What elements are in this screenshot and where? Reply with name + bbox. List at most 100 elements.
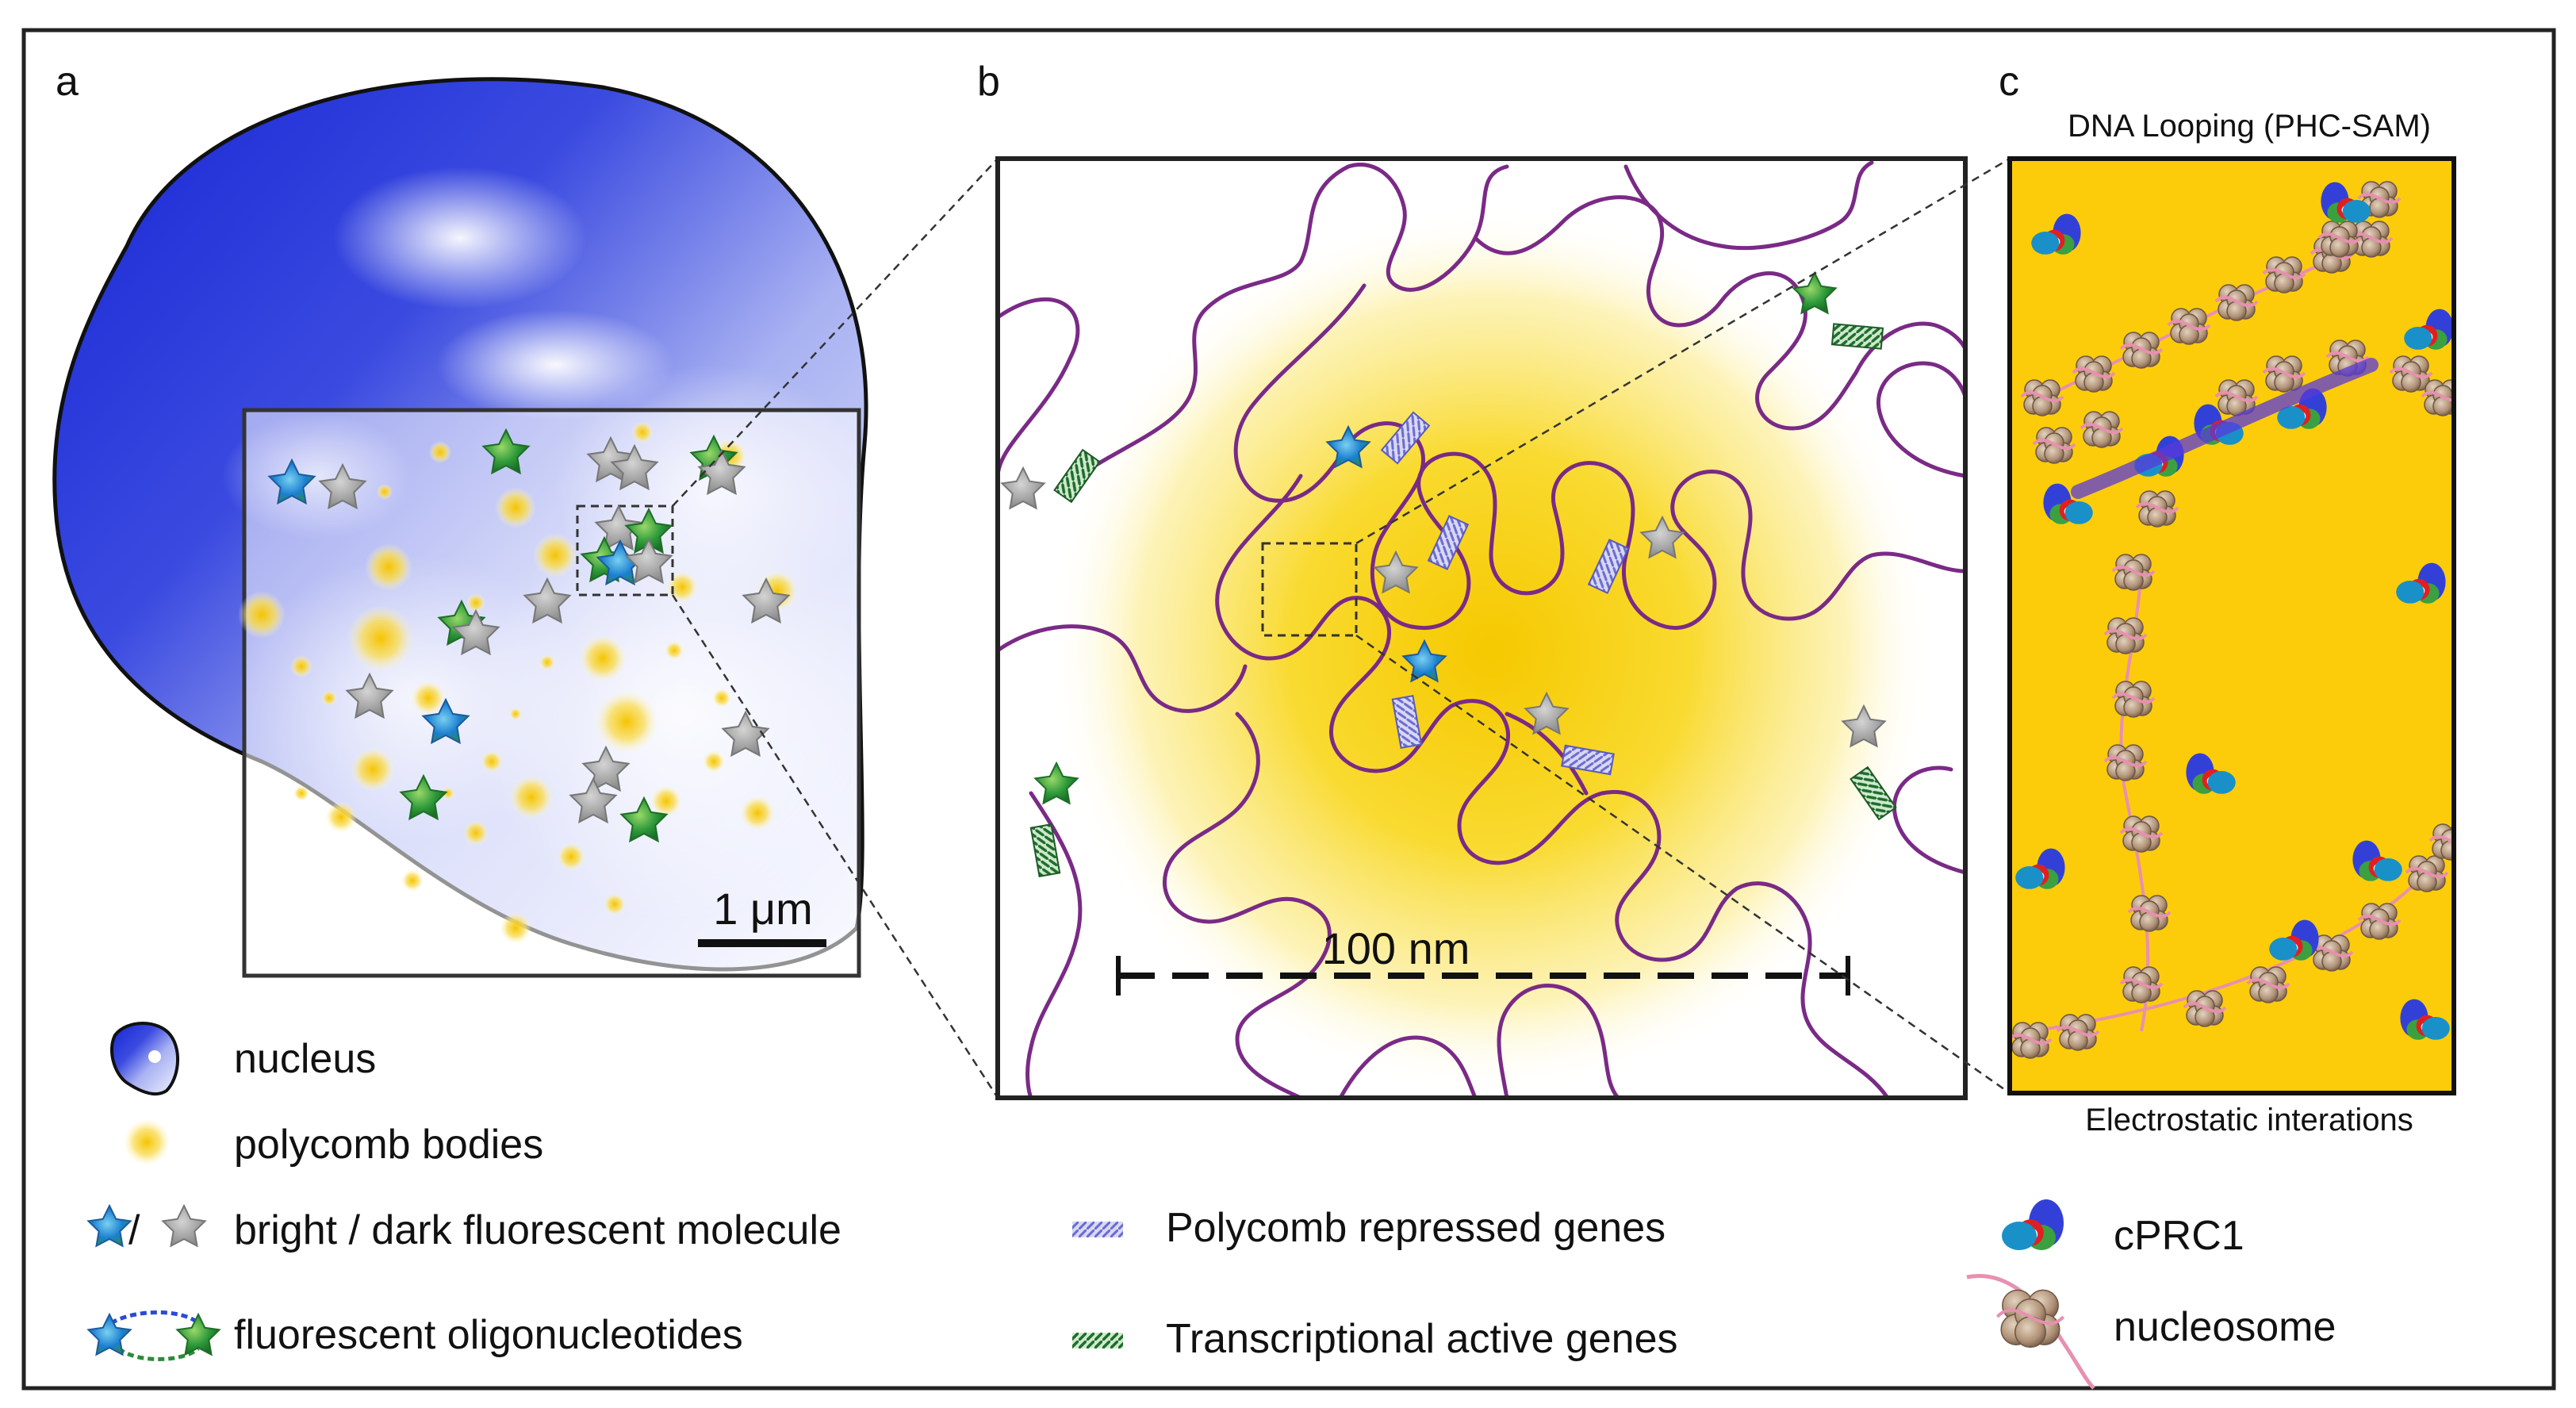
nucleus-legend-icon [110,1022,180,1096]
nucleosome-icon [2262,256,2306,293]
panel-c-letter: c [1999,59,2019,105]
dark-star-icon [624,537,673,585]
dark-star-icon [581,745,631,792]
nucleosome-icon [2167,308,2211,345]
nucleosome-icon [2405,855,2449,892]
panel-b: b [977,59,1968,1100]
bright-star-icon [1033,761,1079,805]
legend-repressed-label: Polycomb repressed genes [1166,1205,1666,1251]
cprc1-icon [2002,1199,2064,1250]
nucleosome-legend-icon [1966,1274,2095,1390]
dark-star-icon [1524,691,1570,735]
dark-star-icon [1841,704,1887,748]
nucleosome-icon [2119,966,2164,1003]
nucleosome-icon [2127,895,2172,932]
oligonucleotide-legend-icon [86,1310,221,1361]
nucleosome-icon [2103,617,2148,654]
fluorescent-stars-b [1000,270,1887,805]
panel-c-frame [2007,156,2456,1095]
nucleosome-icon [2357,903,2402,940]
cprc1-icon [2186,753,2236,794]
cprc1-icon [2396,562,2446,604]
bright-star-icon [399,773,448,821]
dark-star-icon [1639,515,1685,559]
polycomb-body-zoom [1047,206,1935,1095]
cprc1-icon [2321,182,2371,223]
legend-cprc1-label: cPRC1 [2114,1213,2244,1259]
dark-star-icon [523,577,572,624]
dark-star-icon [1000,466,1046,510]
legend-molecule-label: bright / dark fluorescent molecule [234,1207,841,1253]
repressed-gene-marker [1391,695,1423,749]
dark-star-icon [345,672,394,719]
nucleosome-icon [2080,411,2124,448]
repressed-gene-marker [1561,744,1615,776]
blue-star-icon [1325,424,1371,469]
legend-molecule-separator: / [128,1207,140,1253]
dark-star-icon [610,443,659,491]
panel-c-top-caption: DNA Looping (PHC-SAM) [2068,109,2431,144]
gene-markers [1029,323,1897,877]
nucleosome-icon [2111,554,2156,591]
cprc1-icon [2352,840,2402,881]
nucleosome-icon [2020,379,2064,416]
nucleosome-icon [2010,1022,2053,1059]
bright-star-legend-icon [86,1203,132,1248]
panel-a: a [52,59,868,978]
figure-border [21,28,2556,1391]
fluorescent-stars-a [267,428,791,843]
nucleosome-icon [2072,355,2116,393]
nucleosome-icon [2357,181,2402,218]
cprc1-icon [2031,213,2081,255]
panel-c-bottom-caption: Electrostatic interations [2085,1103,2413,1138]
nucleosome-icon [2349,221,2394,258]
scale-bar-a-label: 1 μm [713,884,813,934]
zoom-connectors-bc [1355,157,2011,1095]
nucleosome-icon [2421,379,2454,416]
panel-b-letter: b [977,59,1000,105]
cprc1-legend-icon [2002,1199,2064,1250]
legend: nucleus polycomb bodies / bright / dark … [86,1022,2336,1390]
dark-star-icon [1373,550,1419,594]
oligo-blue-star-icon [86,1312,132,1356]
blue-star-icon [421,697,470,745]
scale-bar-b: 100 nm [1116,923,1850,996]
legend-active-label: Transcriptional active genes [1166,1316,1678,1362]
legend-nucleus-label: nucleus [234,1036,376,1082]
nucleosome-icon [2103,744,2148,781]
cprc1-icon [2043,483,2093,524]
repressed-gene-legend-icon [1072,1222,1123,1237]
repressed-gene-marker [1380,411,1431,465]
nucleosome-icon [2214,379,2259,416]
bright-star-icon [481,428,531,475]
nucleosome-icon [2428,823,2454,861]
bright-star-icon [619,796,669,843]
nucleosome-icon [2183,990,2227,1027]
nucleosome-icon [2032,427,2076,464]
zoom-region-b-small [1261,542,1358,637]
dark-star-icon [721,710,770,758]
scale-bar-a: 1 μm [698,884,826,947]
dark-star-icon [742,577,791,624]
panel-a-letter: a [56,59,79,105]
legend-oligonucleotides-label: fluorescent oligonucleotides [234,1312,743,1358]
active-gene-marker [1830,323,1884,350]
nucleosome-icon [2119,815,2164,853]
blue-star-icon [267,458,316,505]
dark-star-icon [594,504,643,551]
nucleosome-icon [2389,355,2433,393]
active-gene-marker [1053,448,1101,504]
dark-star-icon [318,462,367,510]
zoom-connectors-ab [671,158,999,1099]
nucleosome-icon [2119,332,2164,369]
panel-b-frame [995,156,1968,1100]
molecule-legend-icons [86,1203,207,1248]
polycomb-body-legend-icon [123,1118,171,1166]
repressed-gene-marker [1427,515,1470,570]
dark-star-icon [697,448,746,496]
cprc1-icon [2400,999,2450,1040]
active-gene-marker [1850,765,1897,821]
cprc1-icon [2404,309,2454,350]
blue-star-icon [1401,639,1447,683]
